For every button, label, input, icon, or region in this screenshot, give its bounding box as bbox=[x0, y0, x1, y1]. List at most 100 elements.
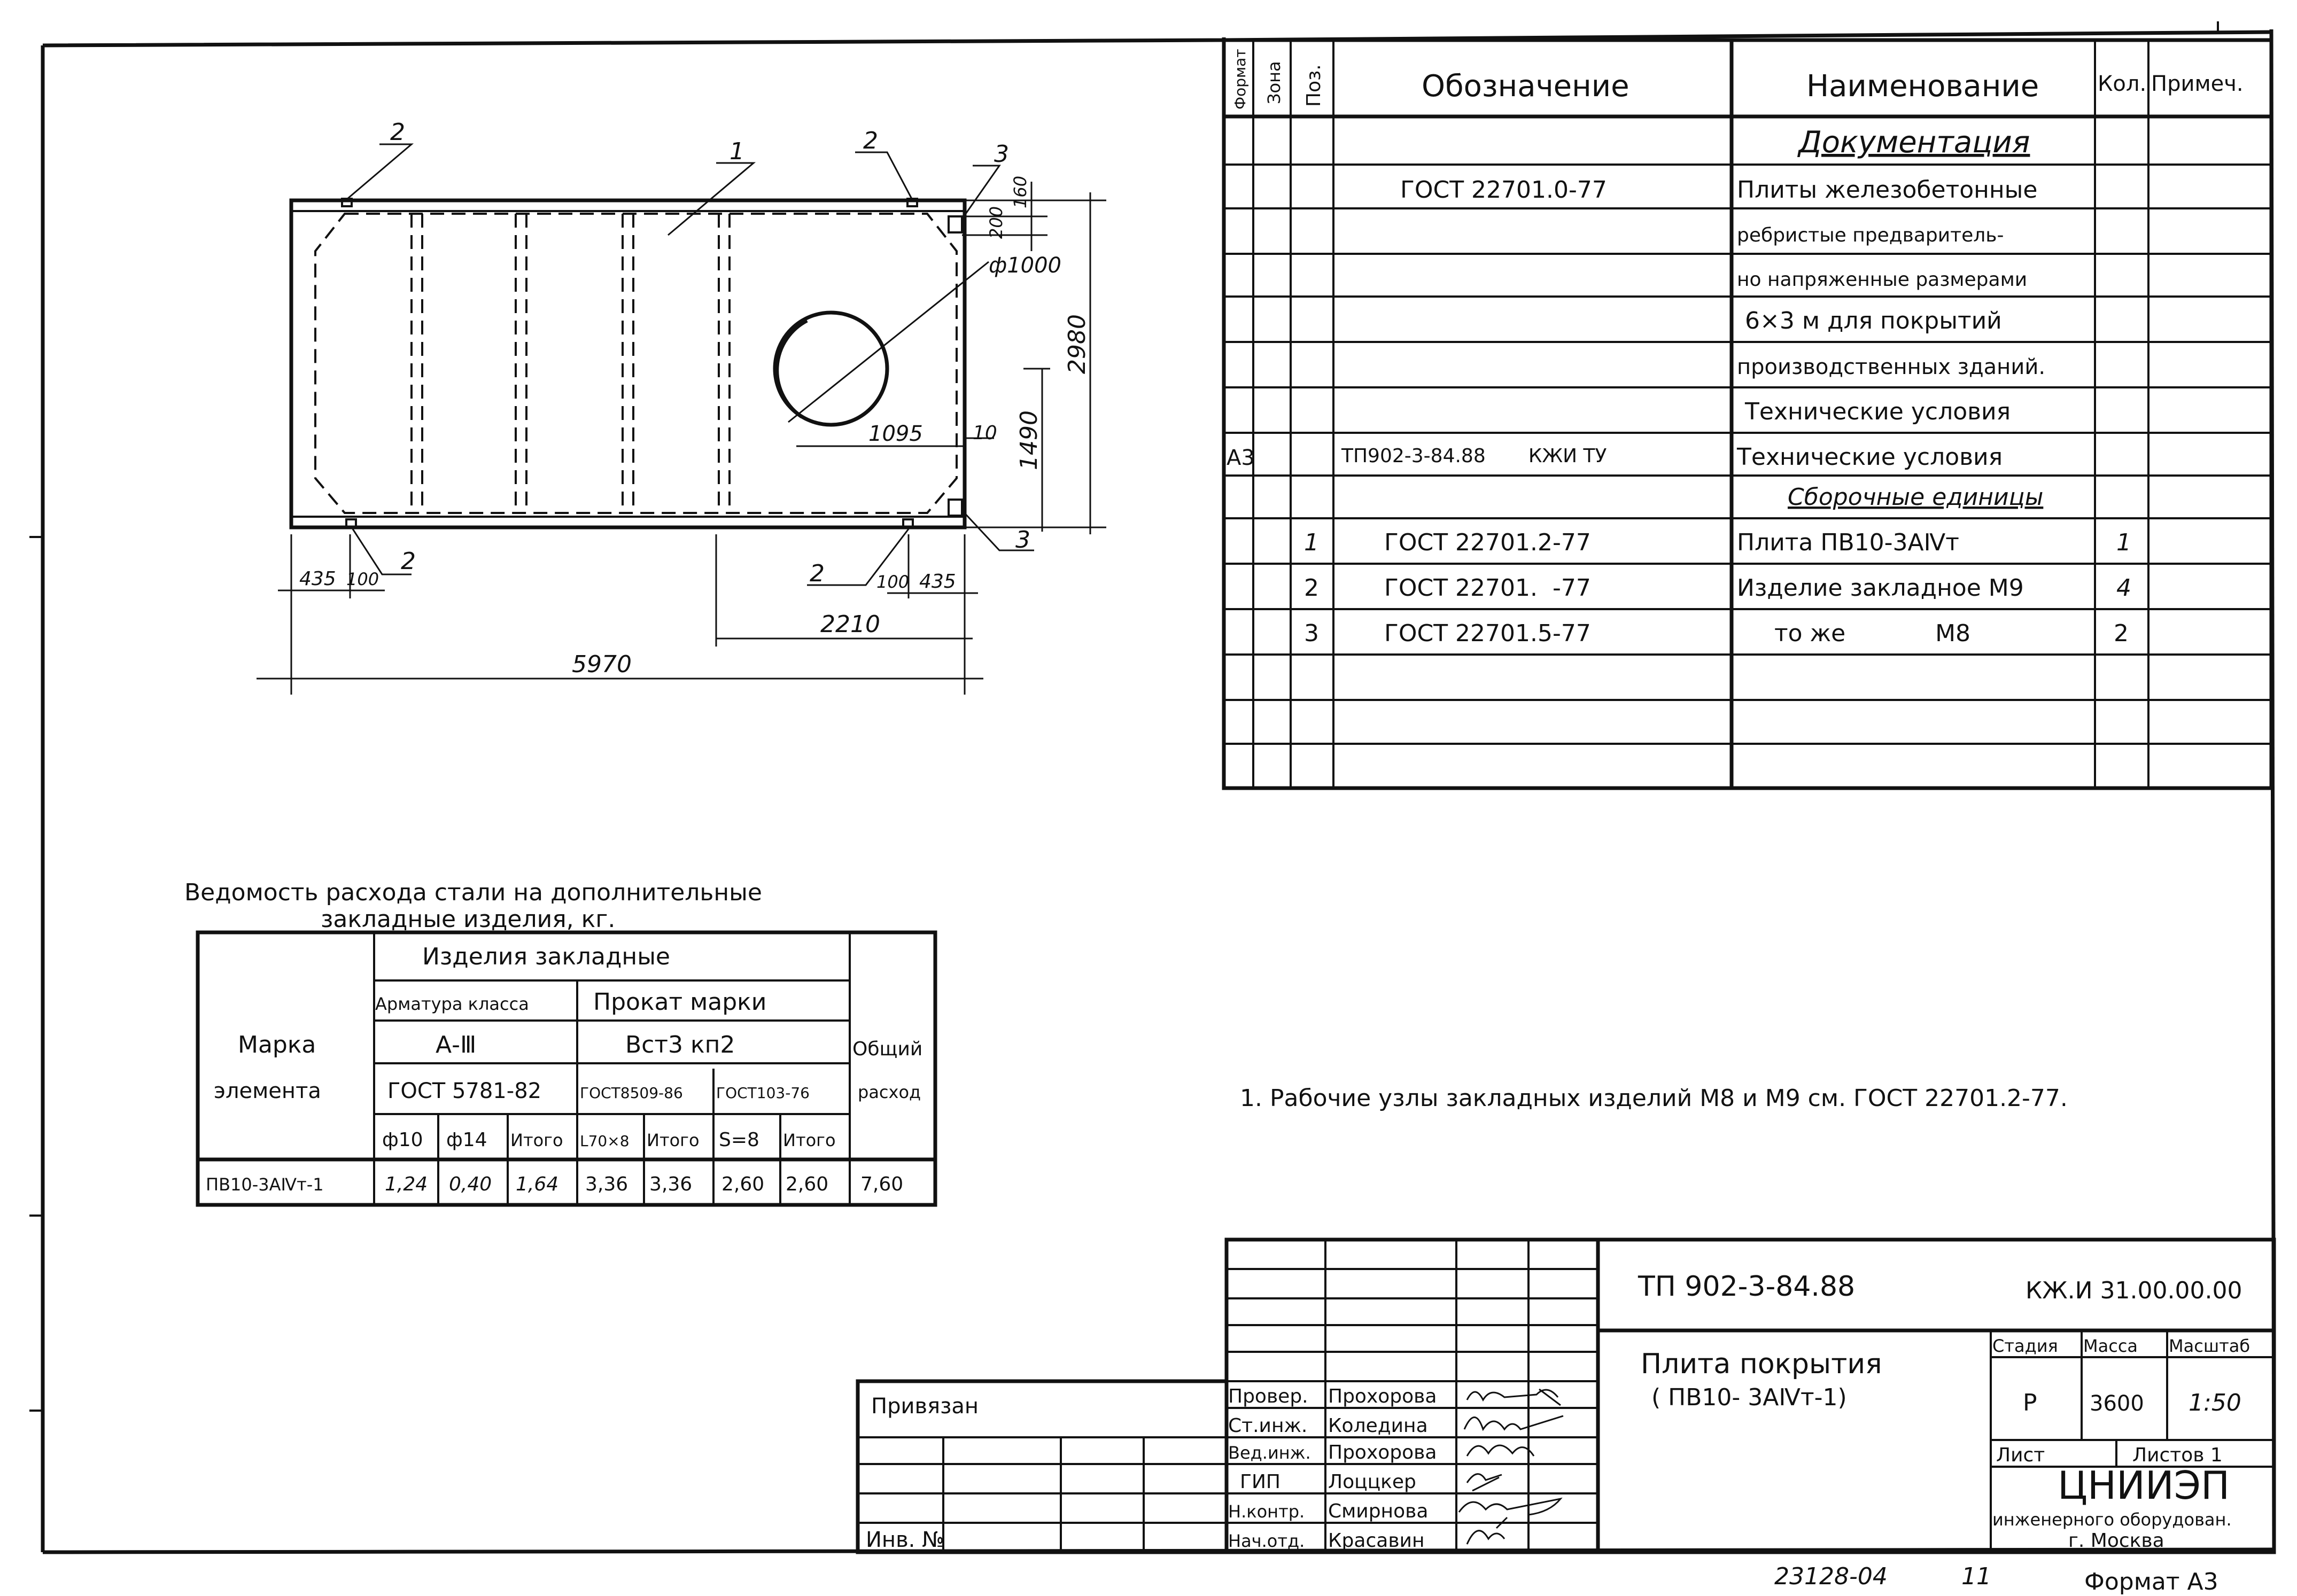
dim-435-left: 435 bbox=[299, 568, 336, 590]
spec-name: Изделие закладное М9 bbox=[1737, 574, 2024, 602]
inv-label: Инв. № bbox=[866, 1528, 944, 1552]
spec-name: ребристые предваритель- bbox=[1737, 224, 2004, 246]
steel-header-prokat: Прокат марки bbox=[593, 988, 766, 1016]
dim-phi1000: ф1000 bbox=[989, 253, 1061, 278]
spec-pos: 2 bbox=[1304, 574, 1319, 602]
spec-header-note: Примеч. bbox=[2151, 72, 2244, 96]
pos-label-3-bottom: 3 bbox=[1015, 526, 1030, 554]
steel-sub-l70: L70×8 bbox=[580, 1132, 630, 1150]
stamp-person: Красавин bbox=[1328, 1530, 1424, 1552]
spec-header-pos: Поз. bbox=[1303, 64, 1325, 107]
privyazan-label: Привязан bbox=[871, 1394, 979, 1419]
title-block: Привязан Инв. № Провер. Прохорова Ст.инж… bbox=[856, 1237, 2276, 1554]
stamp-role: Провер. bbox=[1228, 1385, 1308, 1407]
spec-qty: 4 bbox=[2116, 574, 2131, 602]
spec-pos: 1 bbox=[1304, 529, 1319, 556]
stamp-sheets: Листов 1 bbox=[2132, 1444, 2223, 1466]
steel-header-mark-1: Марка bbox=[238, 1031, 316, 1058]
steel-sub-total-arm: Итого bbox=[510, 1130, 563, 1150]
stamp-person: Прохорова bbox=[1328, 1385, 1437, 1407]
dim-2980: 2980 bbox=[1064, 314, 1091, 374]
pos-label-1: 1 bbox=[730, 138, 744, 165]
steel-header-group: Изделия закладные bbox=[422, 943, 670, 970]
stamp-header-stage: Стадия bbox=[1992, 1336, 2058, 1356]
steel-cell-mark: ПВ10-3АⅣт-1 bbox=[206, 1174, 324, 1195]
steel-cell-phi10: 1,24 bbox=[385, 1173, 428, 1195]
stamp-org-2: инженерного оборудован. bbox=[1992, 1509, 2232, 1530]
spec-format: A3 bbox=[1227, 446, 1255, 470]
spec-name: Плиты железобетонные bbox=[1737, 176, 2037, 204]
stamp-person: Лоццкер bbox=[1328, 1471, 1416, 1493]
steel-sub-phi14: ф14 bbox=[446, 1129, 487, 1151]
specification-table: Формат Зона Поз. Обозначение Наименовани… bbox=[1222, 38, 2273, 790]
dim-2210: 2210 bbox=[820, 611, 880, 638]
steel-header-total-2: расход bbox=[858, 1082, 921, 1102]
dim-435-right: 435 bbox=[919, 571, 956, 593]
spec-header-name: Наименование bbox=[1806, 69, 2039, 104]
stamp-sheet: Лист bbox=[1996, 1444, 2045, 1466]
slab-plan-drawing: 2 1 2 3 2 2 3 200 160 ф1000 2980 1095 10… bbox=[257, 119, 1106, 695]
pos-label-2-bottom-left: 2 bbox=[401, 548, 416, 575]
stamp-header-mass: Масса bbox=[2083, 1336, 2138, 1356]
stamp-role: Вед.инж. bbox=[1228, 1443, 1311, 1463]
stamp-title-1: Плита покрытия bbox=[1641, 1348, 1882, 1380]
pos-label-2-top-right: 2 bbox=[863, 127, 878, 154]
footer-format: Формат А3 bbox=[2084, 1568, 2218, 1595]
spec-name: Документация bbox=[1797, 125, 2030, 160]
steel-cell-total: 7,60 bbox=[860, 1173, 903, 1195]
dim-100-left: 100 bbox=[346, 569, 379, 589]
dim-200: 200 bbox=[986, 206, 1006, 239]
steel-cell-phi14: 0,40 bbox=[449, 1173, 492, 1195]
dim-1095: 1095 bbox=[868, 422, 923, 446]
steel-cell-total-s: 2,60 bbox=[786, 1173, 828, 1195]
steel-sub-total-s: Итого bbox=[783, 1130, 836, 1150]
steel-header-gost-8509: ГОСТ8509-86 bbox=[580, 1084, 683, 1102]
spec-designation: ГОСТ 22701. -77 bbox=[1384, 574, 1591, 602]
spec-name: Плита ПВ10-3АⅣт bbox=[1737, 529, 1959, 556]
stamp-title-2: ( ПВ10- 3АⅣт-1) bbox=[1651, 1384, 1847, 1411]
stamp-scale: 1:50 bbox=[2189, 1389, 2241, 1416]
footer-sheet-number: 11 bbox=[1961, 1563, 1991, 1590]
steel-sub-total-l: Итого bbox=[647, 1130, 700, 1150]
steel-cell-l70: 3,36 bbox=[585, 1173, 628, 1195]
stamp-role: Н.контр. bbox=[1228, 1501, 1305, 1522]
steel-header-gost-103: ГОСТ103-76 bbox=[716, 1084, 810, 1102]
spec-name: Сборочные единицы bbox=[1788, 484, 2043, 511]
stamp-role: ГИП bbox=[1240, 1471, 1281, 1493]
steel-header-a3: А-Ⅲ bbox=[436, 1031, 476, 1058]
stamp-role: Ст.инж. bbox=[1228, 1415, 1307, 1437]
spec-qty: 1 bbox=[2116, 529, 2131, 556]
spec-qty: 2 bbox=[2114, 620, 2129, 647]
stamp-project: ТП 902-3-84.88 bbox=[1638, 1271, 1855, 1303]
stamp-org-1: ЦНИИЭП bbox=[2058, 1463, 2230, 1508]
spec-name: то же М8 bbox=[1774, 620, 1970, 647]
spec-name: Технические условия bbox=[1744, 398, 2011, 425]
signatures bbox=[1458, 1388, 1564, 1545]
steel-header-arm: Арматура класса bbox=[375, 994, 529, 1014]
pos-label-2-bottom-right: 2 bbox=[810, 560, 825, 587]
dim-160: 160 bbox=[1010, 176, 1030, 208]
steel-header-total-1: Общий bbox=[852, 1038, 922, 1060]
spec-designation: ГОСТ 22701.0-77 bbox=[1400, 176, 1607, 204]
spec-header-zone: Зона bbox=[1264, 61, 1284, 104]
steel-cell-total-arm: 1,64 bbox=[516, 1173, 558, 1195]
steel-cell-s8: 2,60 bbox=[721, 1173, 764, 1195]
note-text: 1. Рабочие узлы закладных изделий М8 и М… bbox=[1240, 1085, 2068, 1112]
stamp-stage: Р bbox=[2023, 1389, 2037, 1416]
spec-header-designation: Обозначение bbox=[1422, 69, 1629, 104]
steel-header-gost-5781: ГОСТ 5781-82 bbox=[387, 1079, 541, 1103]
spec-name: 6×3 м для покрытий bbox=[1745, 307, 2002, 334]
spec-designation: ГОСТ 22701.5-77 bbox=[1384, 620, 1591, 647]
steel-header-vst: Вст3 кп2 bbox=[625, 1031, 735, 1058]
dim-100-right: 100 bbox=[876, 572, 909, 592]
footer-inventory-number: 23128-04 bbox=[1774, 1563, 1888, 1590]
stamp-role: Нач.отд. bbox=[1228, 1531, 1305, 1551]
stamp-person: Прохорова bbox=[1328, 1442, 1437, 1463]
stamp-org-3: г. Москва bbox=[2068, 1530, 2164, 1552]
spec-name: Технические условия bbox=[1736, 443, 2003, 471]
steel-sub-phi10: ф10 bbox=[382, 1129, 423, 1151]
steel-header-mark-2: элемента bbox=[214, 1079, 321, 1103]
spec-name: но напряженные размерами bbox=[1737, 269, 2027, 291]
stamp-person: Коледина bbox=[1328, 1415, 1428, 1437]
steel-title-line-1: Ведомость расхода стали на дополнительны… bbox=[184, 879, 762, 906]
